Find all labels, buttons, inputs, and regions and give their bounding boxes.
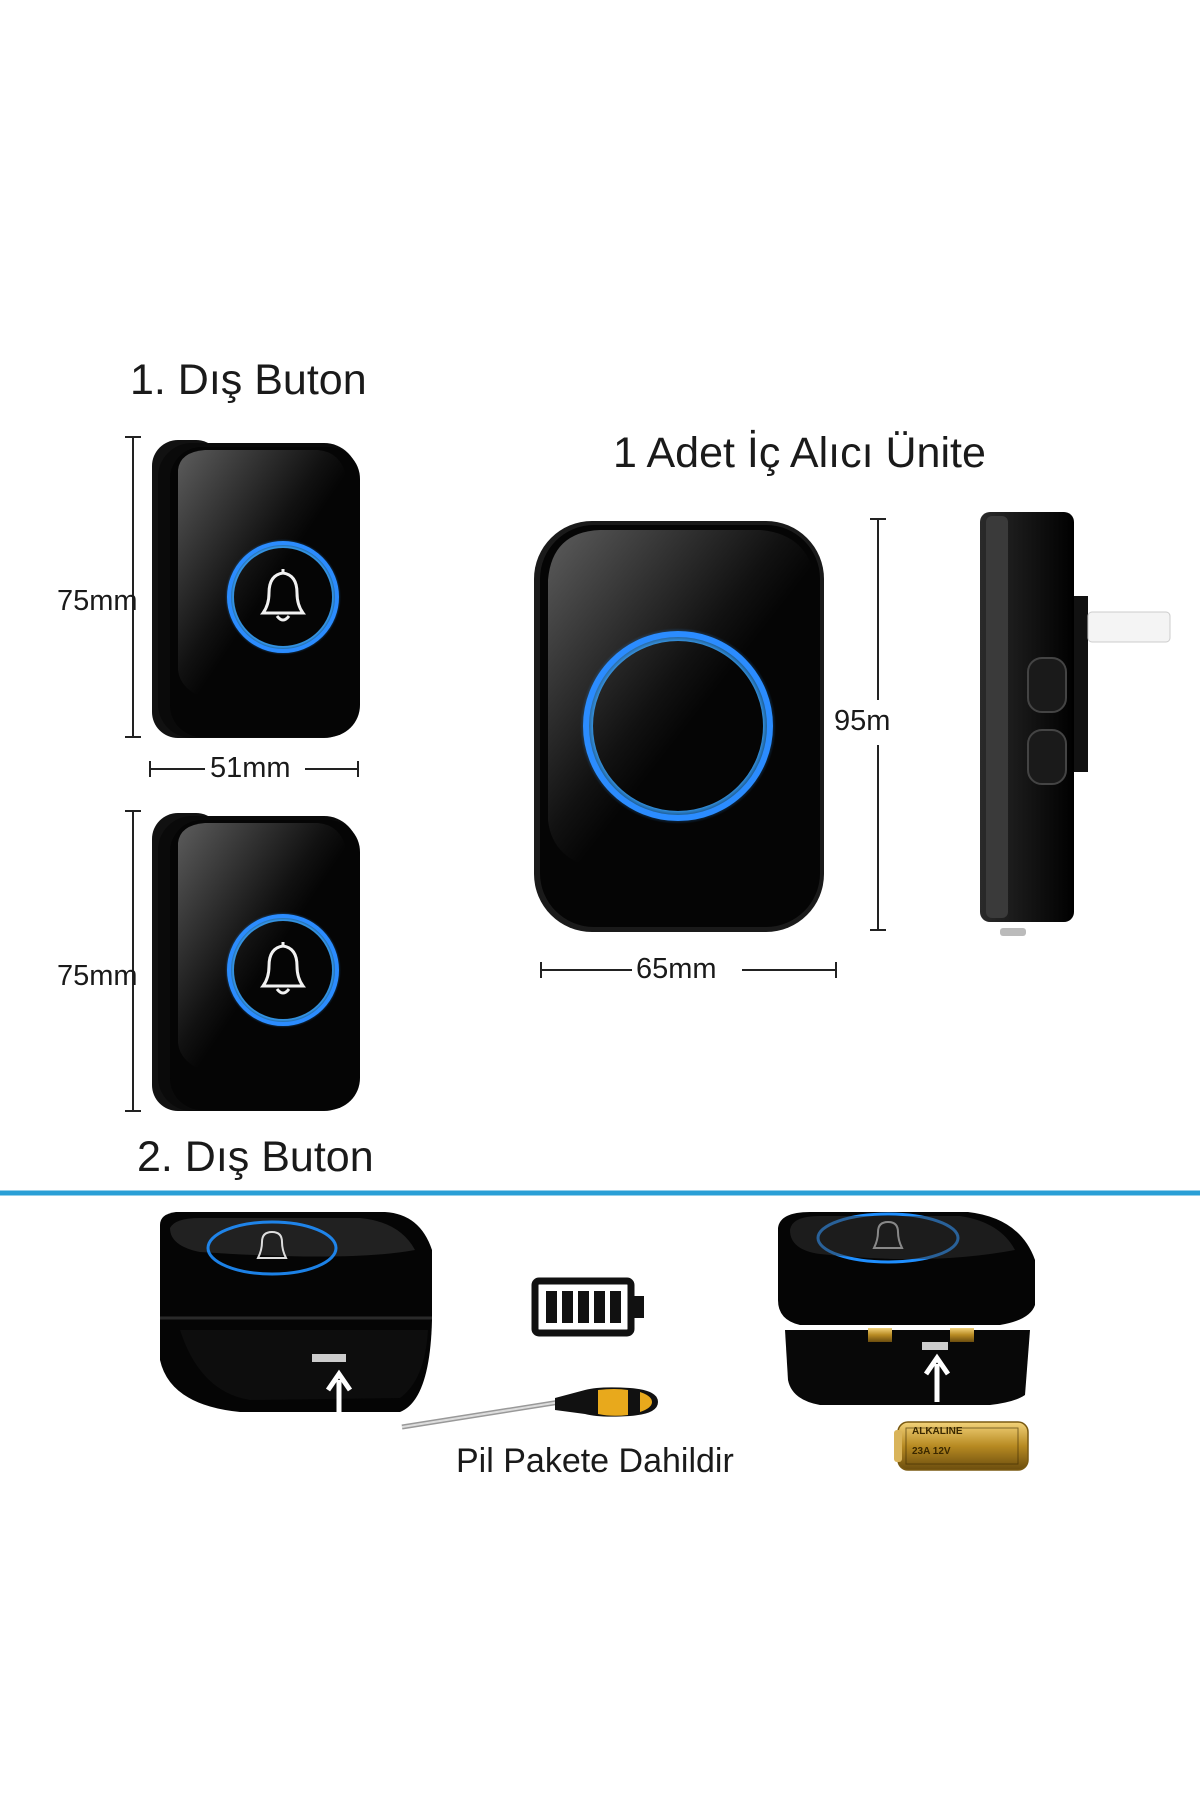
bell-icon (260, 942, 306, 995)
receiver-title: 1 Adet İç Alıcı Ünite (613, 429, 986, 477)
battery-icon (531, 1277, 644, 1337)
button-2-height-label: 75mm (57, 960, 138, 992)
dimension-line-button1-height (125, 436, 141, 738)
battery-23a (894, 1421, 1029, 1471)
arrow-up-icon (325, 1369, 353, 1412)
dimension-line-receiver-width (540, 962, 837, 978)
receiver-width-label: 65mm (636, 953, 717, 985)
button-opened-case (778, 1212, 1035, 1405)
indoor-receiver-front (534, 521, 824, 932)
dimension-line-button1-width (149, 761, 359, 777)
outdoor-button-1 (152, 440, 360, 738)
arrow-up-icon (923, 1353, 951, 1402)
receiver-height-label: 95m (834, 705, 891, 737)
outdoor-button-2 (152, 813, 360, 1111)
dimension-line-button2-height (125, 810, 141, 1112)
button-1-width-label: 51mm (210, 752, 291, 784)
button-closed-case (160, 1212, 432, 1412)
screwdriver-icon (401, 1387, 658, 1430)
battery-included-caption: Pil Pakete Dahildir (456, 1442, 734, 1480)
indoor-receiver-side (980, 512, 1171, 936)
dimension-line-receiver-height (870, 518, 886, 931)
button-1-title: 1. Dış Buton (130, 356, 367, 404)
battery-label-brand: ALKALINE (912, 1426, 963, 1437)
bell-icon (260, 569, 306, 622)
battery-label-spec: 23A 12V (912, 1446, 951, 1457)
button-1-height-label: 75mm (57, 585, 138, 617)
button-2-title: 2. Dış Buton (137, 1133, 374, 1181)
